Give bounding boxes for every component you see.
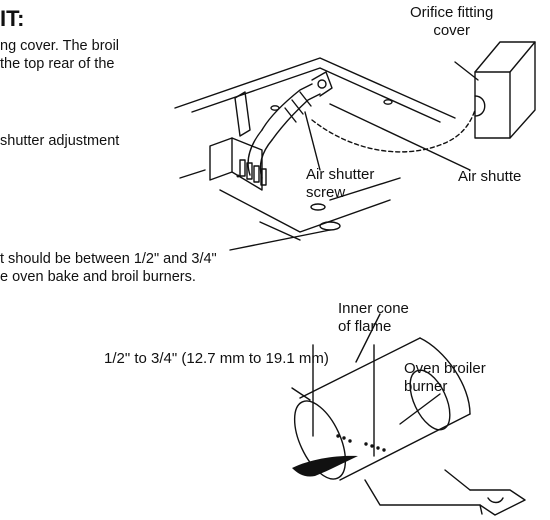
broiler-burner-diagram bbox=[291, 313, 526, 516]
oven-broiler-burner-label: Oven broiler burner bbox=[404, 360, 486, 395]
inner-cone-label: Inner cone of flame bbox=[338, 300, 409, 335]
paragraph-line: t should be between 1/2" and 3/4" bbox=[0, 251, 217, 267]
instruction-paragraph-bottom: t should be between 1/2" and 3/4" e oven… bbox=[0, 250, 217, 286]
oven-floor-diagram bbox=[174, 41, 536, 251]
instruction-paragraph-top: ng cover. The broil the top rear of the bbox=[0, 37, 119, 73]
burner-ports bbox=[236, 174, 386, 452]
air-shutter-label: Air shutte bbox=[458, 168, 522, 185]
measurement-label: 1/2" to 3/4" (12.7 mm to 19.1 mm) bbox=[104, 350, 329, 367]
instruction-paragraph-mid: shutter adjustment bbox=[0, 133, 120, 149]
air-shutter-screw-label: Air shutter screw bbox=[306, 166, 375, 201]
section-heading: IT: bbox=[0, 6, 25, 31]
paragraph-line: e oven bake and broil burners. bbox=[0, 269, 196, 285]
paragraph-line: the top rear of the bbox=[0, 56, 115, 72]
orifice-fitting-cover-label: Orifice fitting cover bbox=[410, 4, 494, 39]
flame-shape bbox=[292, 455, 358, 477]
paragraph-line: ng cover. The broil bbox=[0, 38, 120, 54]
